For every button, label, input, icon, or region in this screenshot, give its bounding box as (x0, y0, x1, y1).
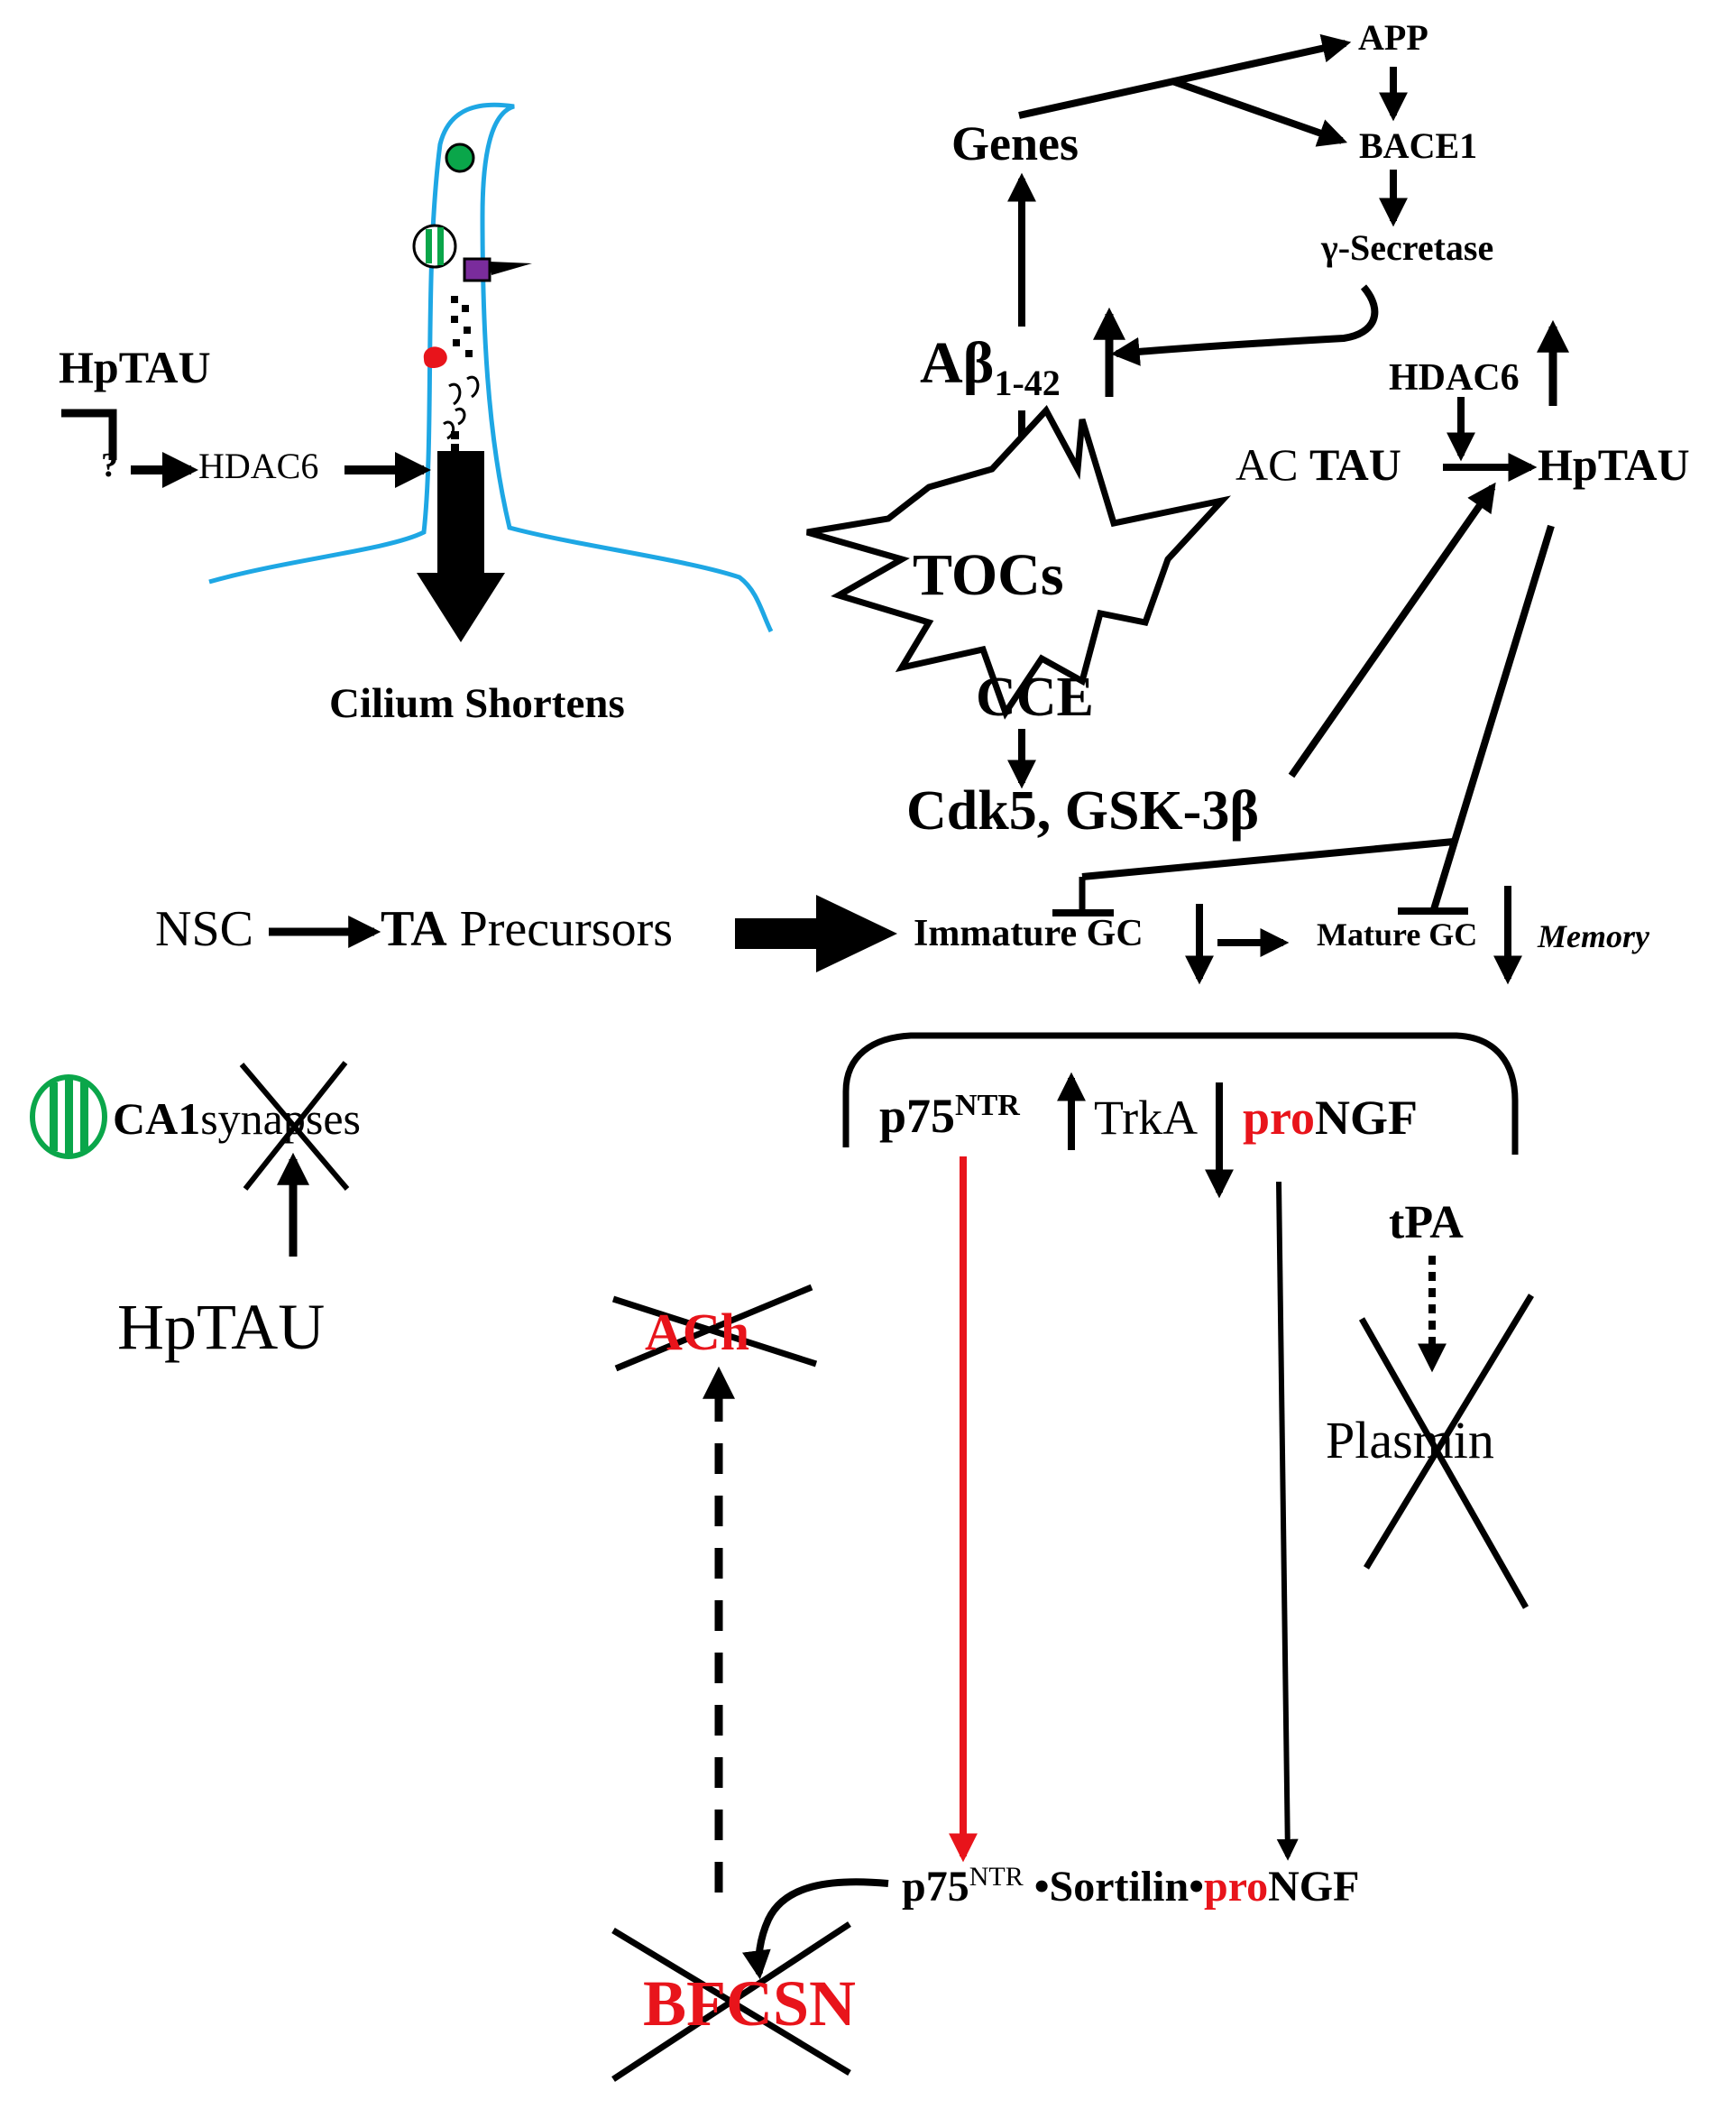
dot-marker (465, 350, 473, 357)
dot-marker (464, 327, 471, 334)
purple-square-marker (463, 257, 491, 282)
cilium-hptau-label: HpTAU (59, 342, 211, 392)
ca1-stripe (50, 1082, 58, 1151)
ca1-stripe (80, 1082, 88, 1151)
hptau-inhibition-line (1430, 524, 1555, 911)
genes-label: Genes (951, 116, 1079, 170)
ca1-text: CA1 (113, 1093, 201, 1144)
kinases-to-hptau-arrow (1288, 482, 1496, 778)
dot-marker (451, 431, 459, 439)
tau-text: TAU (1309, 439, 1401, 490)
complex-superscript: NTR (969, 1862, 1024, 1892)
striped-circle-marker (412, 224, 457, 269)
cilium-shaft (437, 451, 484, 573)
secretase-to-abeta-arrow (1110, 284, 1379, 366)
cilium-hdac6-label: HDAC6 (198, 446, 319, 486)
striped-circle-stripe (437, 227, 444, 265)
fork-to-bace1-arrow (1171, 78, 1348, 147)
cilium-down-arrow (417, 573, 505, 642)
question-mark-label: ? (101, 447, 118, 484)
dot-marker (453, 339, 460, 346)
complex-to-bfcsn-arrow (741, 1878, 889, 1980)
tocs-starburst (806, 405, 1231, 720)
ac-text: AC (1235, 439, 1299, 490)
bfcsn-cross-line (611, 1921, 851, 2082)
complex-ngf-text: NGF (1268, 1863, 1360, 1911)
tocs-label: TOCs (913, 542, 1064, 608)
ngf-text: NGF (1315, 1091, 1419, 1145)
prongf-label: proNGF (1243, 1093, 1418, 1142)
mature-gc-label: Mature GC (1317, 916, 1478, 953)
neurotrophin-bracket (842, 1032, 1519, 1155)
ca1-stripe (65, 1079, 73, 1155)
inhibition-to-immature-line (1081, 838, 1455, 880)
bace1-label: BACE1 (1359, 125, 1478, 166)
tau-hdac6-label: HDAC6 (1389, 357, 1520, 399)
receptor-complex-label: p75NTR •Sortilin•proNGF (902, 1862, 1360, 1911)
striped-circle-stripe (426, 229, 432, 263)
green-dot-marker (445, 143, 475, 173)
p75-superscript: NTR (955, 1089, 1020, 1122)
trka-label: TrkA (1094, 1091, 1199, 1145)
ta-precursors-label: TA Precursors (381, 904, 673, 954)
p75-label: p75NTR (879, 1089, 1020, 1143)
precursors-to-immature-arrow (735, 895, 897, 972)
dot-marker (451, 296, 458, 303)
precursors-text: Precursors (459, 901, 674, 957)
dot-marker (451, 316, 458, 323)
dot-marker (462, 305, 469, 312)
nsc-label: NSC (155, 901, 253, 957)
plasmin-cross-line (1364, 1294, 1534, 1570)
prongf-to-complex-arrow (1276, 1181, 1299, 1861)
tpa-label: tPA (1389, 1197, 1464, 1248)
abeta-text: Aβ (920, 330, 995, 396)
synapses-text: synapses (200, 1093, 361, 1144)
abeta-label: Aβ1-42 (920, 334, 1061, 401)
genes-to-app-arrow (1018, 33, 1352, 119)
ach-cross-line (611, 1295, 818, 1368)
ta-text: TA (381, 901, 447, 957)
cilium-outline (208, 102, 774, 633)
plasmin-label: Plasmin (1326, 1411, 1494, 1469)
app-label: APP (1358, 17, 1428, 58)
synapses-cross-line (243, 1061, 348, 1191)
complex-p75-text: p75 (902, 1863, 969, 1911)
secretase-label: γ-Secretase (1321, 227, 1494, 268)
red-blob-marker (423, 346, 447, 368)
sortilin-text: •Sortilin• (1033, 1863, 1204, 1911)
complex-pro-text: pro (1204, 1863, 1269, 1911)
ach-cross-line (614, 1284, 813, 1372)
ca1-synapses-label: CA1synapses (113, 1096, 361, 1141)
plasmin-cross-line (1358, 1317, 1529, 1609)
bfcsn-label: BFCSN (643, 1967, 857, 2040)
immature-gc-label: Immature GC (914, 913, 1144, 954)
p75-text: p75 (879, 1089, 956, 1143)
curly-marker (443, 375, 480, 440)
cilium-caption: Cilium Shortens (329, 680, 625, 727)
ach-label: ACh (645, 1303, 750, 1361)
cilium-hptau-elbow (61, 409, 117, 460)
abeta-subscript: 1-42 (994, 363, 1061, 404)
purple-flag-tail (490, 262, 532, 275)
ac-label: AC TAU (1235, 442, 1401, 487)
tau-hptau-label: HpTAU (1538, 439, 1690, 490)
memory-label: Memory (1538, 918, 1649, 954)
pro-text: pro (1243, 1091, 1316, 1145)
ca1-hptau-label: HpTAU (117, 1291, 326, 1363)
kinases-label: Cdk5, GSK-3β (906, 780, 1259, 842)
cce-label: CCE (976, 667, 1094, 728)
dot-marker (451, 444, 459, 452)
